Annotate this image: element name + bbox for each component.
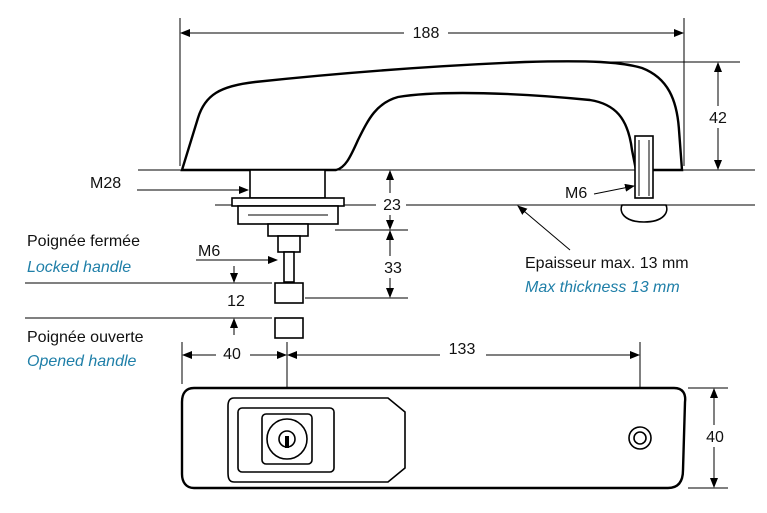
label-thickness-fr: Epaisseur max. 13 mm: [525, 255, 689, 272]
clamp-plate: [231, 197, 345, 207]
right-screw-head: [620, 204, 668, 223]
leader-thickness: [517, 205, 571, 251]
label-locked-fr: Poignée fermée: [27, 233, 140, 250]
cam-washer: [267, 223, 309, 237]
dim-133-value: 133: [449, 341, 476, 358]
label-locked-en: Locked handle: [27, 259, 131, 276]
label-m6-right: M6: [565, 185, 587, 202]
leader-m6-right: [593, 183, 635, 195]
dim-plate-height-value: 40: [706, 429, 724, 446]
label-opened-en: Opened handle: [27, 353, 137, 370]
label-m28: M28: [90, 175, 121, 192]
screw-hole-inner: [633, 431, 647, 445]
dim-23-value: 23: [383, 197, 401, 214]
dim-40-value: 40: [223, 346, 241, 363]
label-m6-left: M6: [198, 243, 220, 260]
locked-cam-block: [274, 282, 304, 304]
m28-collar: [249, 169, 326, 199]
right-m6-screw: [634, 135, 654, 199]
dim-33-value: 33: [384, 260, 402, 277]
dim-188-value: 188: [413, 25, 440, 42]
opened-cam-block: [274, 317, 304, 339]
label-thickness-en: Max thickness 13 mm: [525, 279, 680, 296]
label-opened-fr: Poignée ouverte: [27, 329, 144, 346]
cam-rod: [283, 251, 295, 283]
m6-screw-shaft: [277, 235, 301, 253]
handle-body: [180, 60, 684, 172]
keyhole-slot: [285, 436, 289, 448]
dim-42-value: 42: [709, 110, 727, 127]
dim-12-value: 12: [227, 293, 245, 310]
